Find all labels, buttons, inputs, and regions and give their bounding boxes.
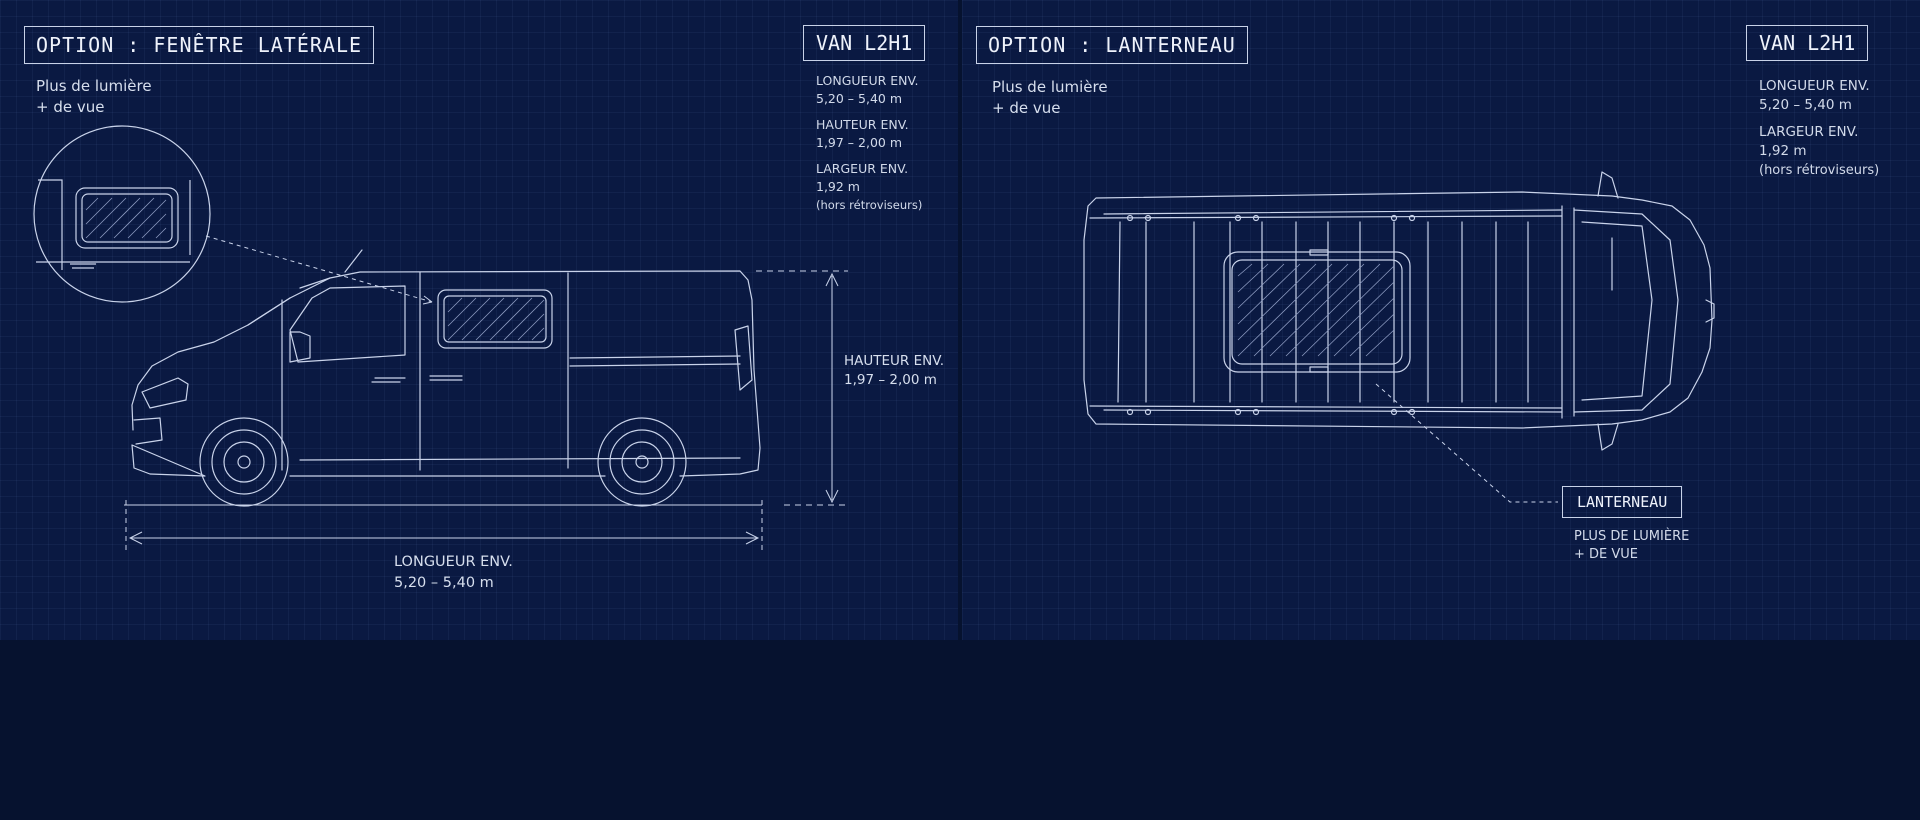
panel-subtitle: Plus de lumière + de vue [36,76,152,118]
spec-value: 1,92 m [816,179,860,194]
spec-length: LONGUEUR ENV. 5,20 – 5,40 m [816,72,922,108]
spec-label: LARGEUR ENV. [1759,124,1859,140]
callout-line: PLUS DE LUMIÈRE [1574,529,1690,544]
spec-height: HAUTEUR ENV. 1,97 – 2,00 m [816,116,922,152]
spec-value: 1,97 – 2,00 m [816,135,903,150]
van-side-view-drawing [0,0,958,640]
callout-line: + DE VUE [1574,547,1639,562]
spec-label: HAUTEUR ENV. [816,117,909,132]
height-dimension-label: HAUTEUR ENV. 1,97 – 2,00 m [844,352,944,390]
spec-note: (hors rétroviseurs) [816,198,923,212]
subtitle-line: + de vue [992,99,1061,117]
spec-label: LONGUEUR ENV. [1759,78,1870,94]
length-dim-value: 5,20 – 5,40 m [394,575,494,591]
length-dimension-label: LONGUEUR ENV. 5,20 – 5,40 m [394,552,513,594]
model-badge: VAN L2H1 [803,25,926,61]
panel-title: OPTION : LANTERNEAU [976,26,1248,64]
spec-width: LARGEUR ENV. 1,92 m (hors rétroviseurs) [1759,123,1879,180]
spec-list: LONGUEUR ENV. 5,20 – 5,40 m LARGEUR ENV.… [1759,77,1879,188]
van-top-view-drawing [962,0,1920,640]
spec-label: LONGUEUR ENV. [816,73,919,88]
spec-list: LONGUEUR ENV. 5,20 – 5,40 m HAUTEUR ENV.… [816,72,922,222]
roof-hatch-callout: LANTERNEAU [1562,486,1683,518]
side-window-panel: OPTION : FENÊTRE LATÉRALE Plus de lumièr… [0,0,958,640]
spec-length: LONGUEUR ENV. 5,20 – 5,40 m [1759,77,1879,115]
model-badge: VAN L2H1 [1746,25,1869,61]
roof-hatch-callout-text: PLUS DE LUMIÈRE + DE VUE [1574,528,1689,564]
spec-value: 5,20 – 5,40 m [816,91,903,106]
panel-subtitle: Plus de lumière + de vue [992,77,1108,119]
spec-width: LARGEUR ENV. 1,92 m (hors rétroviseurs) [816,160,922,214]
spec-label: LARGEUR ENV. [816,161,909,176]
subtitle-line: Plus de lumière [992,78,1108,96]
spec-value: 1,92 m [1759,143,1807,159]
height-dim-label: HAUTEUR ENV. [844,353,945,369]
height-dim-value: 1,97 – 2,00 m [844,372,937,388]
subtitle-line: Plus de lumière [36,77,152,95]
length-dim-label: LONGUEUR ENV. [394,554,513,570]
subtitle-line: + de vue [36,98,105,116]
spec-value: 5,20 – 5,40 m [1759,97,1852,113]
panel-title: OPTION : FENÊTRE LATÉRALE [24,26,375,64]
spec-note: (hors rétroviseurs) [1759,163,1880,178]
roof-hatch-panel: OPTION : LANTERNEAU Plus de lumière + de… [962,0,1920,640]
